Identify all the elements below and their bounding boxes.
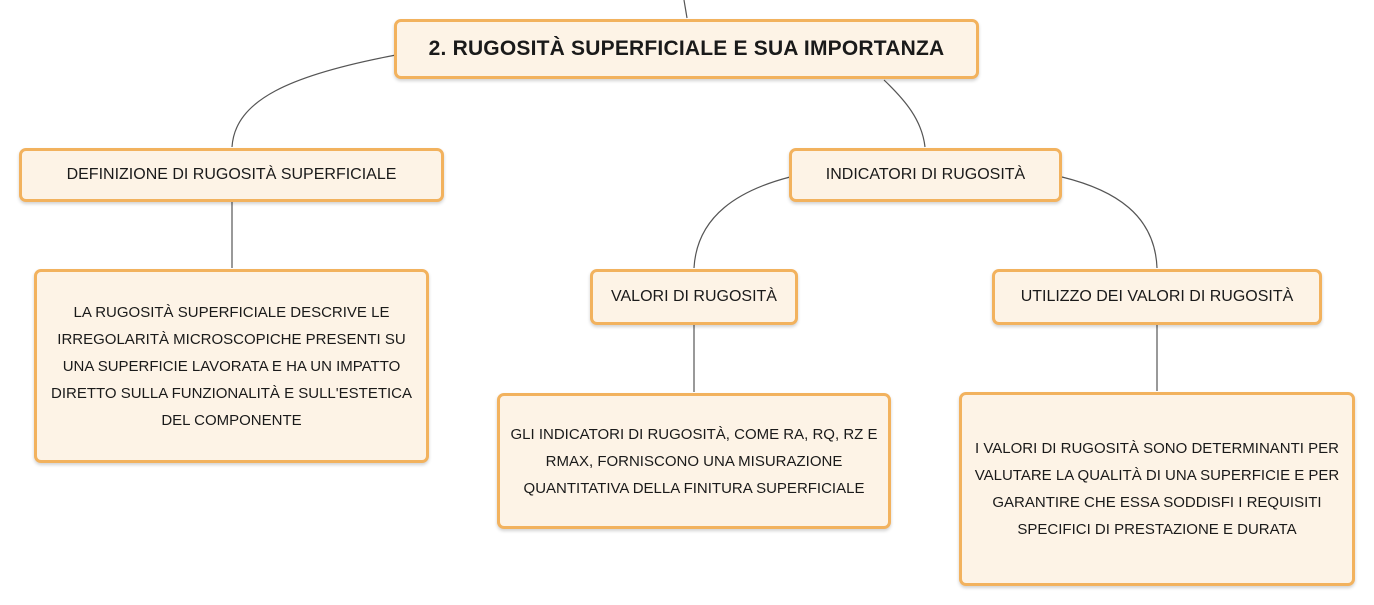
- definizione-node[interactable]: DEFINIZIONE DI RUGOSITÀ SUPERFICIALE: [19, 148, 444, 202]
- utilizzo-node-label: UTILIZZO DEI VALORI DI RUGOSITÀ: [1020, 288, 1294, 305]
- connector-root-definizione: [231, 54, 397, 148]
- connector-indicatori-utilizzo: [1061, 176, 1158, 269]
- valori-detail-text: GLI INDICATORI DI RUGOSITÀ, COME RA, RQ,…: [510, 425, 878, 497]
- definizione-detail-node[interactable]: LA RUGOSITÀ SUPERFICIALE DESCRIVE LE IRR…: [34, 269, 429, 463]
- root-node-label: 2. RUGOSITÀ SUPERFICIALE E SUA IMPORTANZ…: [428, 37, 945, 60]
- indicatori-node-label: INDICATORI DI RUGOSITÀ: [825, 166, 1026, 183]
- valori-detail-node[interactable]: GLI INDICATORI DI RUGOSITÀ, COME RA, RQ,…: [497, 393, 891, 529]
- utilizzo-detail-text: I VALORI DI RUGOSITÀ SONO DETERMINANTI P…: [974, 440, 1340, 538]
- valori-node[interactable]: VALORI DI RUGOSITÀ: [590, 269, 798, 325]
- connector-indicatori-valori: [693, 176, 791, 269]
- valori-node-label: VALORI DI RUGOSITÀ: [611, 288, 777, 305]
- root-node[interactable]: 2. RUGOSITÀ SUPERFICIALE E SUA IMPORTANZ…: [394, 19, 979, 79]
- definizione-node-label: DEFINIZIONE DI RUGOSITÀ SUPERFICIALE: [66, 166, 397, 183]
- utilizzo-node[interactable]: UTILIZZO DEI VALORI DI RUGOSITÀ: [992, 269, 1322, 325]
- connector-from-above: [683, 0, 688, 19]
- definizione-detail-text: LA RUGOSITÀ SUPERFICIALE DESCRIVE LE IRR…: [50, 303, 412, 429]
- indicatori-node[interactable]: INDICATORI DI RUGOSITÀ: [789, 148, 1062, 202]
- utilizzo-detail-node[interactable]: I VALORI DI RUGOSITÀ SONO DETERMINANTI P…: [959, 392, 1355, 586]
- connector-root-indicatori: [883, 79, 926, 148]
